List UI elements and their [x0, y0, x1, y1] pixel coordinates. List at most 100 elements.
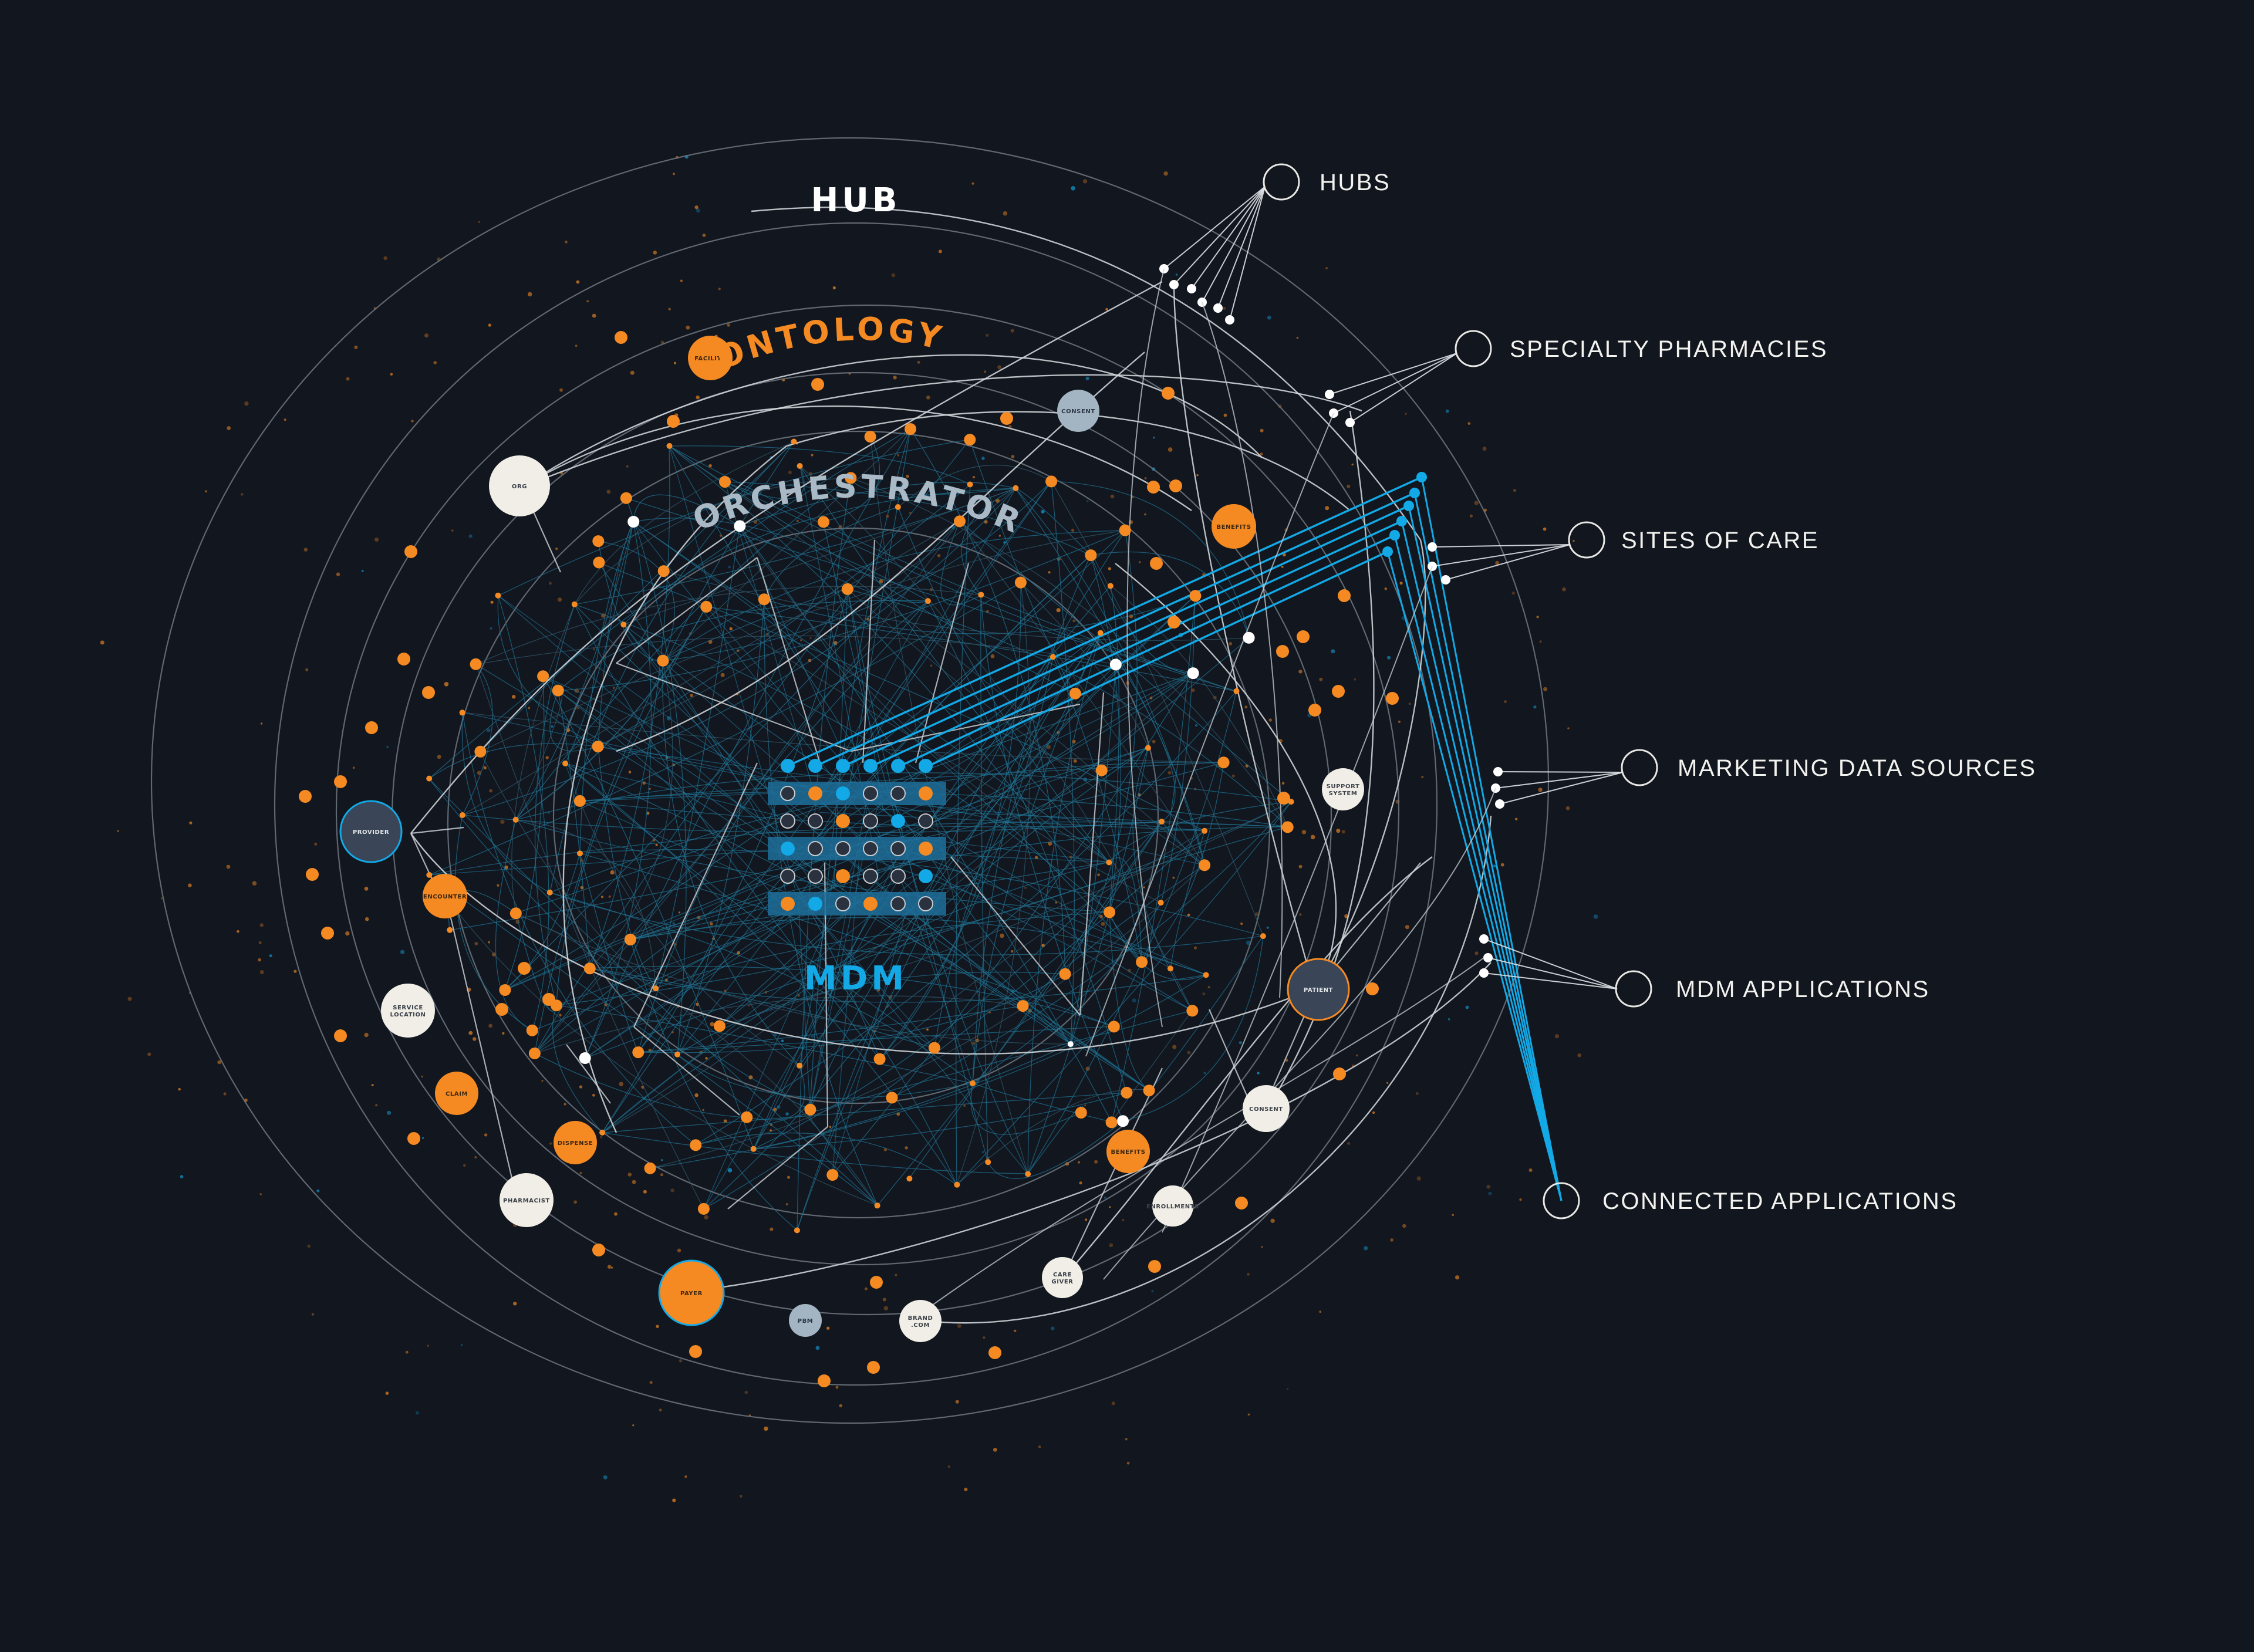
particle — [416, 1411, 419, 1415]
particle — [189, 821, 193, 825]
node-pbm-label: PBM — [798, 1318, 814, 1325]
matrix-cell — [890, 869, 906, 884]
network-dot — [495, 1003, 508, 1016]
particle — [1187, 1050, 1191, 1055]
matrix-cell — [863, 897, 878, 911]
particle — [1086, 500, 1089, 502]
particle — [1122, 1219, 1125, 1221]
particle — [702, 234, 706, 237]
particle — [1168, 771, 1172, 775]
particle — [1319, 677, 1323, 681]
network-dot — [841, 583, 853, 595]
particle — [1011, 455, 1015, 458]
particle — [864, 1287, 868, 1290]
network-line — [1160, 595, 1196, 903]
particle — [1386, 1082, 1389, 1084]
particle — [1495, 560, 1500, 565]
network-line — [498, 439, 970, 596]
particle — [785, 1203, 788, 1205]
particle — [463, 1164, 466, 1167]
legend-connected-applications-label: CONNECTED APPLICATIONS — [1602, 1188, 1958, 1214]
particle — [660, 1173, 663, 1177]
particle — [1143, 886, 1145, 889]
particle — [781, 1039, 784, 1042]
particle — [627, 1173, 632, 1177]
particle — [490, 600, 494, 604]
legend-item-sites-of-care[interactable]: SITES OF CARE — [1568, 521, 1819, 559]
matrix-row-band — [768, 782, 946, 805]
legend-hubs-marker — [1263, 163, 1300, 201]
particle — [1387, 656, 1391, 660]
network-line — [1051, 481, 1250, 638]
particle — [1539, 640, 1542, 643]
legend-item-specialty-pharmacies[interactable]: SPECIALTY PHARMACIES — [1455, 330, 1828, 367]
particle — [386, 745, 389, 748]
particle — [346, 377, 350, 381]
particle — [500, 819, 505, 824]
blue-line — [1386, 551, 1563, 1201]
network-line — [565, 763, 957, 1185]
particle — [586, 300, 589, 303]
network-line — [724, 481, 1091, 556]
network-line — [626, 498, 687, 1055]
network-dot — [583, 962, 596, 975]
particle — [893, 376, 897, 380]
particle — [883, 1306, 889, 1311]
particle — [1223, 413, 1227, 417]
legend-connector — [1487, 957, 1618, 989]
particle — [740, 1495, 743, 1498]
network-dot — [734, 520, 746, 532]
network-line — [823, 521, 1028, 1174]
network-line — [753, 1043, 1071, 1150]
particle — [1351, 463, 1354, 466]
particle — [1573, 540, 1575, 542]
network-line — [695, 1132, 957, 1185]
node-payer-label: PAYER — [680, 1290, 703, 1297]
matrix-cell — [890, 896, 906, 911]
particle — [1196, 474, 1199, 477]
particle — [800, 639, 802, 641]
network-line — [585, 826, 1288, 1059]
network-dot — [422, 686, 435, 699]
node-consent-bottom-label: CONSENT — [1249, 1106, 1283, 1113]
particle — [1257, 1072, 1260, 1075]
network-dot — [845, 472, 857, 484]
network-line — [428, 874, 878, 1206]
spoke-line — [899, 846, 1207, 975]
network-dot — [1203, 972, 1209, 978]
particle — [1108, 567, 1111, 570]
network-dot — [593, 556, 605, 569]
spoke-line — [565, 763, 804, 822]
particle — [1470, 514, 1473, 518]
matrix-cell — [836, 814, 850, 828]
network-dot — [620, 621, 627, 628]
network-line — [498, 595, 549, 1031]
network-line — [677, 1054, 973, 1099]
particle — [405, 1350, 409, 1354]
legend-item-marketing-data-sources[interactable]: MARKETING DATA SOURCES — [1621, 749, 2036, 786]
legend-item-hubs[interactable]: HUBS — [1263, 163, 1391, 201]
particle — [259, 923, 264, 927]
network-dot — [1276, 645, 1289, 658]
white-line — [1062, 1067, 1163, 1280]
legend-mdm-applications-label: MDM APPLICATIONS — [1676, 977, 1930, 1002]
legend-item-mdm-applications[interactable]: MDM APPLICATIONS — [1615, 970, 1930, 1008]
spoke-line — [816, 806, 1288, 827]
node-org: ORG — [489, 455, 550, 516]
network-line — [909, 821, 1162, 1179]
connector-dot — [1325, 390, 1334, 399]
particle — [983, 1336, 986, 1339]
particle — [680, 279, 683, 282]
spoke-line — [922, 633, 1101, 828]
blue-line — [1413, 492, 1563, 1201]
white-curve — [751, 207, 1421, 540]
network-line — [739, 525, 929, 603]
particle — [764, 1426, 768, 1431]
matrix-row-band — [768, 892, 946, 915]
network-line — [662, 428, 911, 661]
particle — [1071, 528, 1075, 532]
legend-curve — [1085, 413, 1334, 1057]
legend-item-connected-applications[interactable]: CONNECTED APPLICATIONS — [1543, 1182, 1958, 1219]
matrix-cell — [835, 841, 851, 856]
node-dispense-circle — [554, 1121, 597, 1164]
